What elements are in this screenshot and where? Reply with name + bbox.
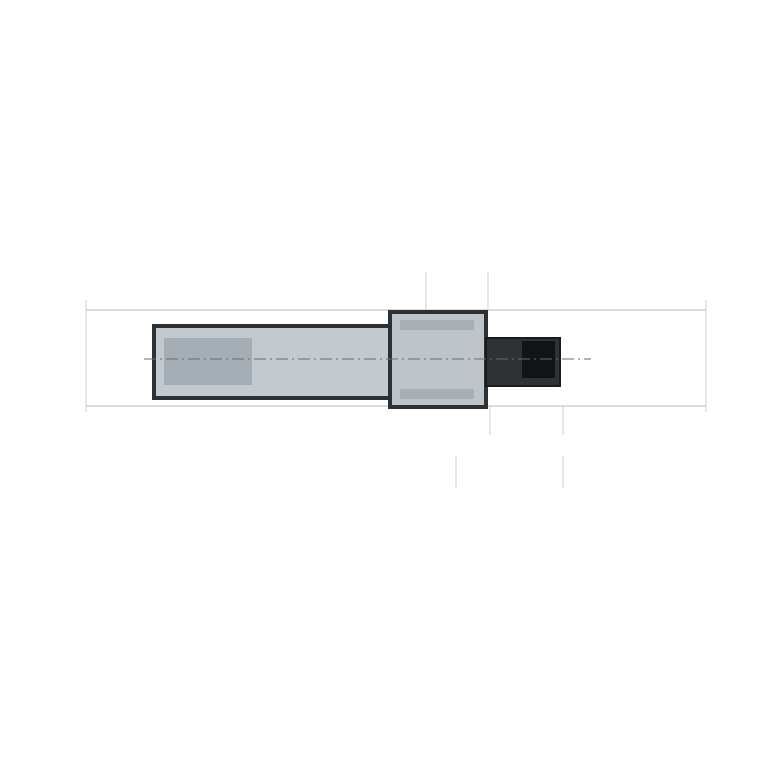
- collar-top-bevel: [400, 320, 474, 330]
- shank-inner-shadow: [164, 338, 252, 385]
- collar-bottom-bevel: [400, 389, 474, 399]
- tool-body: [152, 310, 561, 409]
